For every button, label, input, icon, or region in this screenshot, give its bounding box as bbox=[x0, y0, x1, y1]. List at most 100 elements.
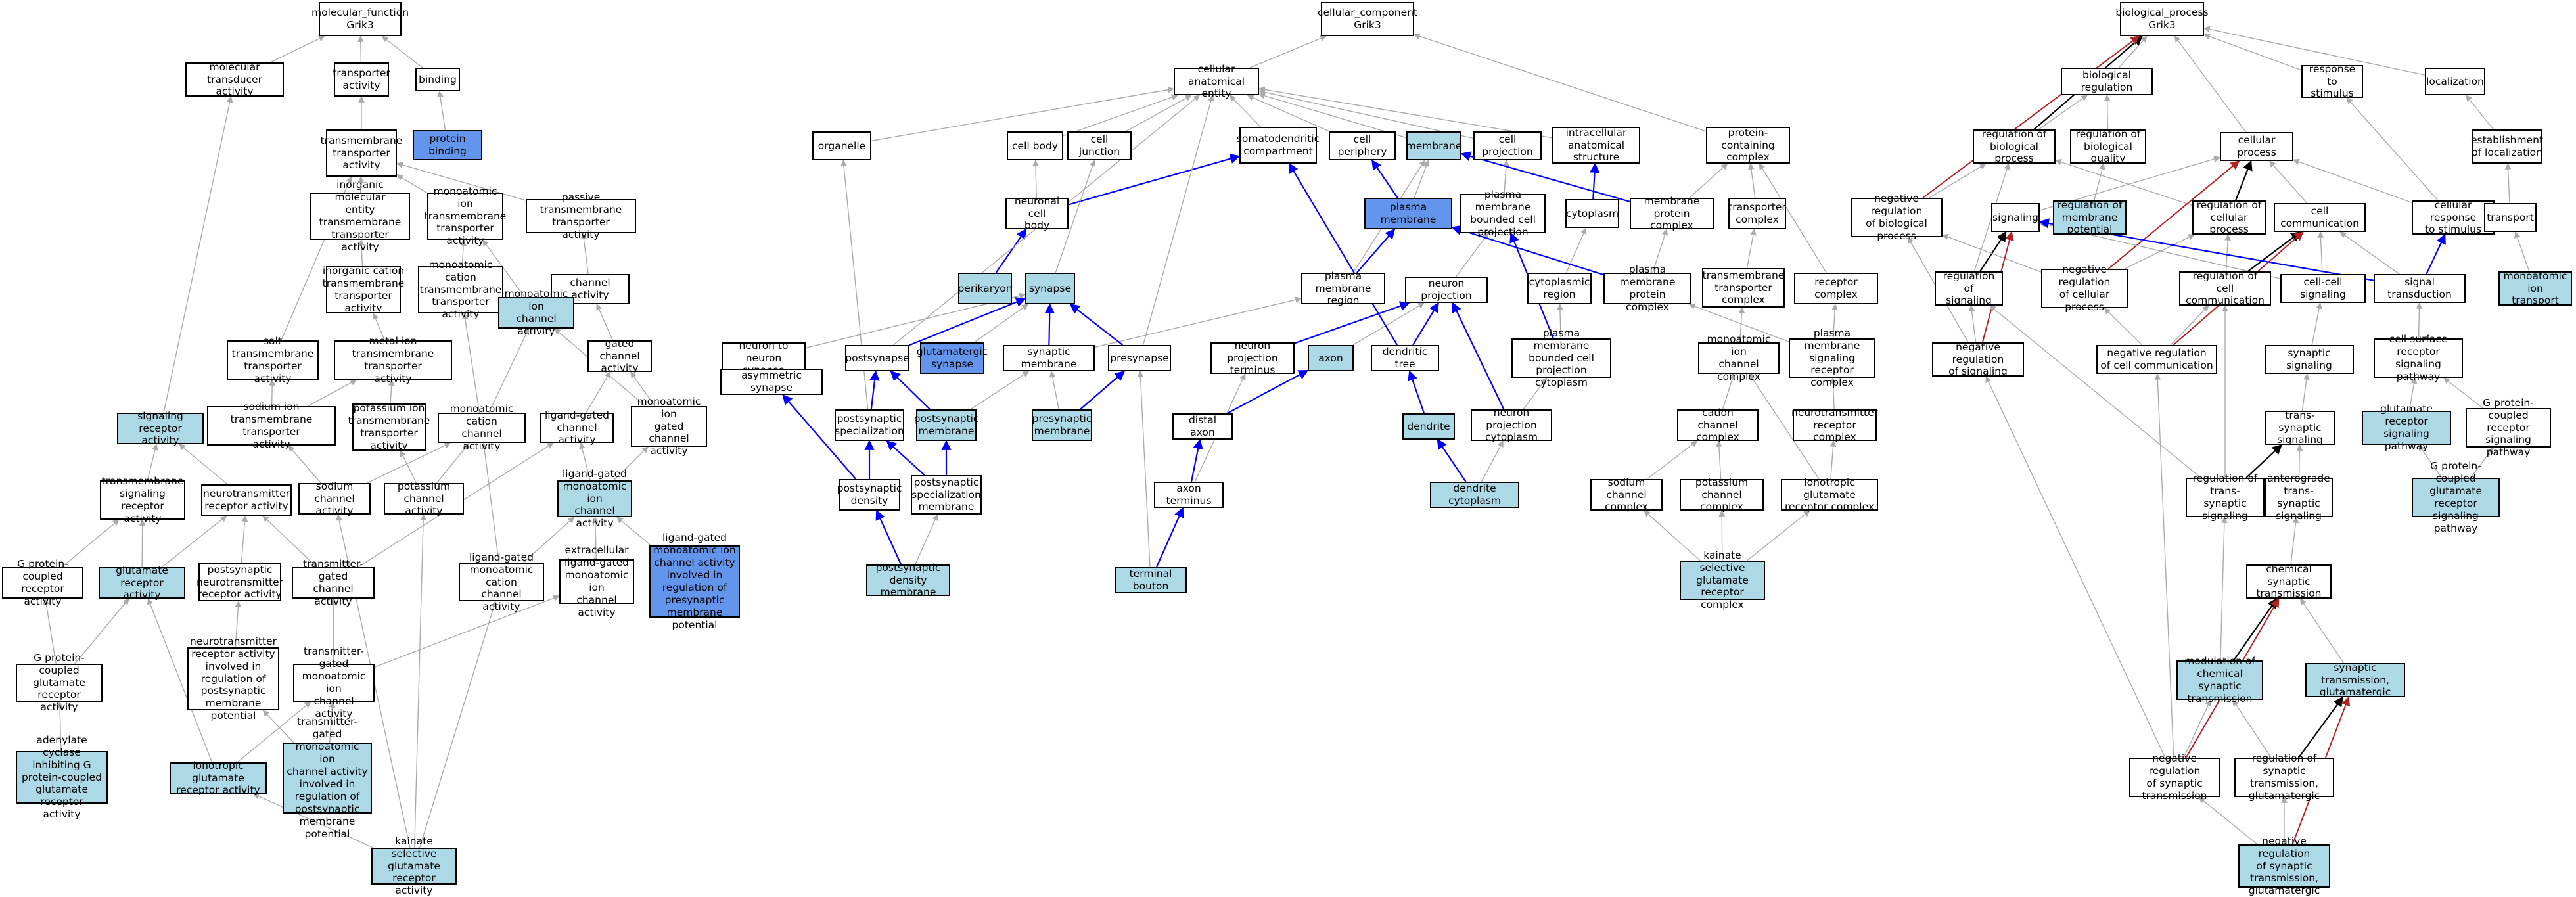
node-prem[interactable]: presynaptic membrane bbox=[1032, 409, 1092, 441]
node-asym[interactable]: asymmetric synapse bbox=[720, 369, 823, 395]
node-nrsig[interactable]: negative regulation of signaling bbox=[1932, 341, 2024, 377]
node-lgmcch[interactable]: ligand-gated monoatomic cation channel a… bbox=[459, 551, 544, 612]
node-bp[interactable]: biological_process Grik3 bbox=[2115, 2, 2209, 36]
node-atss[interactable]: anterograde trans-synaptic signaling bbox=[2265, 472, 2333, 522]
node-catc[interactable]: cation channel complex bbox=[1677, 407, 1759, 443]
node-orgl[interactable]: organelle bbox=[812, 131, 871, 160]
node-saltt[interactable]: salt transmembrane transporter activity bbox=[227, 335, 319, 384]
node-tmt[interactable]: transmembrane transporter activity bbox=[321, 129, 402, 177]
node-nproj[interactable]: neuron projection bbox=[1405, 277, 1488, 303]
node-tss[interactable]: trans-synaptic signaling bbox=[2265, 409, 2335, 446]
node-nptm[interactable]: neuron projection terminus bbox=[1210, 340, 1295, 376]
node-nrst[interactable]: negative regulation of synaptic transmis… bbox=[2129, 752, 2220, 802]
node-rmp[interactable]: regulation of membrane potential bbox=[2053, 199, 2127, 235]
node-mit[interactable]: monoatomic ion transport bbox=[2498, 270, 2572, 306]
node-rsig[interactable]: regulation of signaling bbox=[1935, 270, 2003, 306]
node-cbody[interactable]: cell body bbox=[1007, 131, 1063, 160]
node-pmbcp[interactable]: plasma membrane bounded cell projection bbox=[1460, 189, 1546, 238]
node-elg[interactable]: extracellular ligand-gated monoatomic io… bbox=[559, 544, 634, 618]
node-csrsp[interactable]: cell surface receptor signaling pathway bbox=[2374, 333, 2463, 382]
node-ntrc[interactable]: neurotransmitter receptor complex bbox=[1791, 407, 1878, 444]
node-gated[interactable]: gated channel activity bbox=[587, 338, 652, 374]
node-migch[interactable]: monoatomic ion gated channel activity bbox=[631, 396, 707, 457]
node-pmsrc[interactable]: plasma membrane signaling receptor compl… bbox=[1789, 327, 1875, 388]
node-somato[interactable]: somatodendritic compartment bbox=[1237, 127, 1320, 164]
node-ccsig[interactable]: cell-cell signaling bbox=[2280, 274, 2366, 303]
node-cst[interactable]: chemical synaptic transmission bbox=[2246, 563, 2332, 599]
node-cproj[interactable]: cell projection bbox=[1473, 131, 1542, 160]
node-mcatt[interactable]: monoatomic cation transmembrane transpor… bbox=[418, 259, 503, 320]
node-rts[interactable]: response to stimulus bbox=[2301, 63, 2363, 99]
node-pbind[interactable]: protein binding bbox=[413, 130, 482, 160]
node-mpc[interactable]: membrane protein complex bbox=[1630, 195, 1714, 231]
node-iglur[interactable]: ionotropic glutamate receptor activity bbox=[170, 760, 267, 796]
node-pott[interactable]: potassium ion transmembrane transporter … bbox=[348, 402, 430, 451]
node-psntr[interactable]: postsynaptic neurotransmitter receptor a… bbox=[196, 563, 283, 601]
node-mich[interactable]: monoatomic ion channel activity bbox=[498, 288, 574, 337]
node-glur[interactable]: glutamate receptor activity bbox=[99, 564, 185, 601]
node-pmbcpc[interactable]: plasma membrane bounded cell projection … bbox=[1511, 327, 1611, 388]
node-intra[interactable]: intracellular anatomical structure bbox=[1552, 127, 1640, 164]
node-ptt[interactable]: passive transmembrane transporter activi… bbox=[526, 191, 636, 241]
node-cjunc[interactable]: cell junction bbox=[1067, 131, 1132, 160]
node-loc[interactable]: localization bbox=[2425, 68, 2485, 95]
node-rcc[interactable]: regulation of cell communication bbox=[2179, 270, 2271, 306]
node-rcp[interactable]: regulation of cellular process bbox=[2192, 199, 2266, 235]
node-inorg[interactable]: inorganic molecular entity transmembrane… bbox=[310, 179, 410, 253]
node-pspec[interactable]: postsynaptic specialization bbox=[835, 409, 904, 441]
node-axt[interactable]: axon terminus bbox=[1154, 482, 1224, 508]
node-mich-c[interactable]: monoatomic ion channel complex bbox=[1698, 333, 1780, 382]
node-kain-mf[interactable]: kainate selective glutamate receptor act… bbox=[371, 835, 457, 896]
node-stg[interactable]: synaptic transmission, glutamatergic bbox=[2305, 662, 2405, 698]
node-tgmich[interactable]: transmitter-gated monoatomic ion channel… bbox=[293, 645, 375, 720]
node-tmtc[interactable]: transmembrane transporter complex bbox=[1702, 268, 1785, 308]
node-iglurc[interactable]: ionotropic glutamate receptor complex bbox=[1781, 476, 1878, 513]
node-pmr[interactable]: plasma membrane region bbox=[1301, 270, 1385, 306]
node-nrcc[interactable]: negative regulation of cell communicatio… bbox=[2096, 345, 2217, 374]
node-sodc[interactable]: sodium channel complex bbox=[1590, 476, 1663, 513]
node-trans[interactable]: transport bbox=[2484, 203, 2537, 232]
node-gpcrsp[interactable]: G protein-coupled receptor signaling pat… bbox=[2466, 397, 2551, 458]
node-lgmich[interactable]: ligand-gated monoatomic ion channel acti… bbox=[557, 468, 632, 529]
node-cproc[interactable]: cellular process bbox=[2220, 132, 2293, 161]
node-posts[interactable]: postsynapse bbox=[845, 345, 909, 371]
node-lgch[interactable]: ligand-gated channel activity bbox=[540, 409, 614, 446]
node-kainc[interactable]: kainate selective glutamate receptor com… bbox=[1680, 549, 1765, 610]
node-axon[interactable]: axon bbox=[1308, 345, 1354, 371]
node-tra[interactable]: transporter activity bbox=[333, 62, 390, 97]
node-psspm[interactable]: postsynaptic specialization membrane bbox=[911, 475, 982, 515]
node-synm[interactable]: synaptic membrane bbox=[1003, 345, 1095, 371]
node-ntr[interactable]: neurotransmitter receptor activity bbox=[201, 484, 292, 516]
node-mcch[interactable]: monoatomic cation channel activity bbox=[438, 403, 526, 452]
node-daxon[interactable]: distal axon bbox=[1172, 413, 1233, 440]
node-rbp[interactable]: regulation of biological process bbox=[1973, 128, 2056, 164]
node-gpglurp[interactable]: G protein-coupled glutamate receptor sig… bbox=[2412, 460, 2500, 534]
node-breg[interactable]: biological regulation bbox=[2061, 68, 2153, 95]
node-ntrreg[interactable]: neurotransmitter receptor activity invol… bbox=[187, 635, 279, 722]
node-sig[interactable]: signaling bbox=[1991, 203, 2040, 232]
node-adcy[interactable]: adenylate cyclase inhibiting G protein-c… bbox=[16, 734, 108, 820]
node-bind[interactable]: binding bbox=[415, 68, 460, 91]
node-trc[interactable]: transporter complex bbox=[1728, 198, 1786, 229]
node-gpglur[interactable]: G protein-coupled glutamate receptor act… bbox=[16, 652, 103, 713]
node-dcyt[interactable]: dendrite cytoplasm bbox=[1430, 482, 1519, 508]
node-estl[interactable]: establishment of localization bbox=[2471, 129, 2543, 164]
node-sra[interactable]: signaling receptor activity bbox=[117, 410, 204, 446]
node-gpcr[interactable]: G protein-coupled receptor activity bbox=[2, 558, 83, 607]
node-mf[interactable]: molecular_function Grik3 bbox=[311, 2, 409, 36]
node-cae[interactable]: cellular anatomical entity bbox=[1174, 63, 1259, 99]
node-mcst[interactable]: modulation of chemical synaptic transmis… bbox=[2176, 655, 2263, 704]
node-rbq[interactable]: regulation of biological quality bbox=[2070, 128, 2146, 164]
node-crs[interactable]: cellular response to stimulus bbox=[2412, 199, 2495, 235]
node-pm[interactable]: plasma membrane bbox=[1364, 198, 1452, 229]
node-rtss[interactable]: regulation of trans-synaptic signaling bbox=[2186, 472, 2265, 522]
node-icatt[interactable]: inorganic cation transmembrane transport… bbox=[323, 265, 405, 314]
node-nrbp[interactable]: negative regulation of biological proces… bbox=[1851, 193, 1943, 242]
node-synsig[interactable]: synaptic signaling bbox=[2265, 345, 2354, 374]
node-cyto[interactable]: cytoplasm bbox=[1565, 199, 1619, 228]
node-potc[interactable]: potassium channel complex bbox=[1680, 476, 1764, 513]
node-ncb[interactable]: neuronal cell body bbox=[1005, 195, 1069, 231]
node-syn[interactable]: synapse bbox=[1025, 273, 1075, 304]
node-tbout[interactable]: terminal bouton bbox=[1115, 567, 1187, 593]
node-tsr[interactable]: transmembrane signaling receptor activit… bbox=[100, 475, 185, 524]
